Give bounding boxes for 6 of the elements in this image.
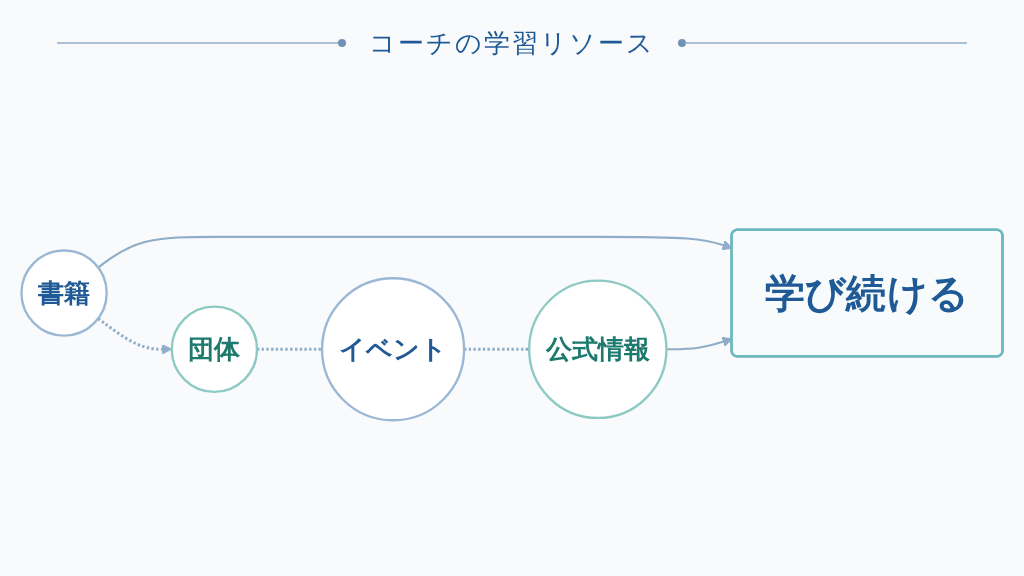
node-circle: 団体: [170, 305, 259, 394]
diagram-title: コーチの学習リソース: [369, 26, 655, 60]
node-circle: 公式情報: [527, 279, 668, 420]
node-circle: イベント: [320, 277, 466, 422]
connector: [256, 347, 323, 351]
node-circle: 書籍: [20, 249, 108, 337]
